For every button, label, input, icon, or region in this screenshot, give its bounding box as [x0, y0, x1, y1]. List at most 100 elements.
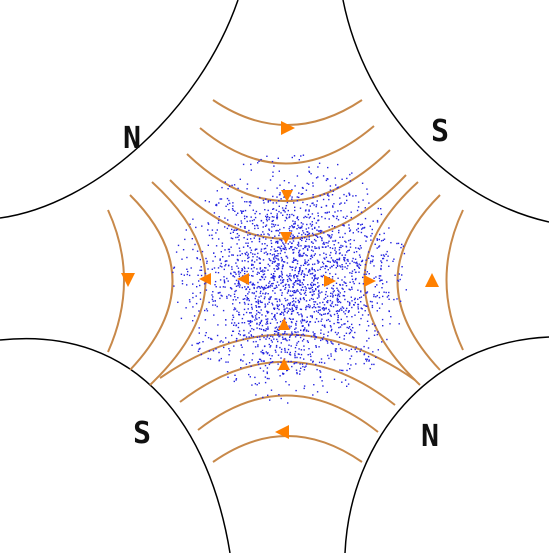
- particle: [315, 363, 317, 366]
- particle: [348, 194, 351, 196]
- particle: [353, 261, 355, 264]
- particle: [228, 199, 230, 202]
- particle: [341, 266, 344, 268]
- particle: [331, 230, 334, 232]
- particle: [225, 263, 227, 266]
- particle: [297, 331, 299, 333]
- particle: [331, 278, 334, 280]
- particle: [265, 328, 267, 330]
- particle: [293, 155, 296, 157]
- particle: [263, 278, 266, 281]
- particle: [362, 227, 364, 229]
- particle: [242, 246, 245, 248]
- particle: [296, 372, 298, 375]
- particle: [343, 224, 345, 226]
- particle: [265, 292, 267, 294]
- particle: [314, 306, 317, 309]
- particle: [277, 265, 279, 267]
- particle: [304, 246, 307, 248]
- particle: [322, 284, 324, 286]
- particle: [323, 324, 326, 326]
- particle: [354, 301, 356, 304]
- particle: [343, 256, 345, 259]
- particle: [401, 243, 403, 246]
- particle: [325, 179, 328, 182]
- particle: [304, 291, 307, 293]
- particle: [308, 166, 310, 168]
- particle: [231, 254, 233, 256]
- particle: [265, 198, 267, 200]
- particle: [195, 226, 197, 229]
- particle: [378, 307, 381, 309]
- particle: [208, 201, 210, 203]
- particle: [296, 175, 299, 177]
- particle: [301, 286, 304, 288]
- particle: [228, 341, 230, 343]
- particle: [303, 276, 305, 278]
- particle: [237, 322, 240, 324]
- particle: [323, 257, 325, 259]
- particle: [327, 354, 329, 357]
- particle: [287, 402, 289, 404]
- particle: [370, 239, 372, 241]
- particle: [296, 200, 299, 202]
- particle: [261, 333, 263, 336]
- particle: [259, 292, 261, 294]
- particle: [303, 298, 305, 301]
- particle: [332, 305, 335, 308]
- particle: [328, 226, 330, 228]
- particle: [222, 256, 224, 258]
- particle: [217, 324, 219, 326]
- particle: [310, 335, 313, 338]
- particle: [234, 283, 236, 285]
- particle: [281, 336, 284, 338]
- particle: [353, 251, 355, 254]
- particle: [278, 234, 280, 237]
- particle: [281, 292, 283, 294]
- particle: [304, 246, 306, 249]
- particle: [275, 257, 277, 260]
- particle: [287, 360, 290, 363]
- particle: [293, 236, 296, 238]
- particle: [262, 199, 265, 202]
- particle: [322, 265, 324, 268]
- particle: [295, 308, 298, 311]
- particle: [310, 359, 312, 361]
- particle: [216, 334, 219, 337]
- particle: [338, 343, 340, 346]
- particle: [299, 373, 301, 375]
- particle: [308, 233, 310, 235]
- particle: [380, 213, 383, 216]
- particle: [341, 268, 344, 270]
- particle: [265, 251, 267, 253]
- particle: [252, 264, 254, 266]
- particle: [204, 334, 207, 337]
- particle: [360, 317, 362, 320]
- particle: [371, 306, 374, 309]
- particle: [274, 260, 276, 262]
- particle: [300, 245, 302, 247]
- particle: [244, 334, 246, 336]
- particle: [304, 366, 306, 368]
- particle: [296, 275, 298, 277]
- particle: [343, 295, 346, 297]
- particle: [256, 336, 259, 338]
- particle: [313, 269, 315, 271]
- particle: [332, 288, 334, 290]
- particle: [310, 258, 312, 260]
- particle: [249, 330, 252, 332]
- pole-label-bottom-right: N: [421, 419, 439, 454]
- particle: [301, 239, 303, 242]
- particle: [280, 239, 283, 241]
- particle: [262, 222, 265, 224]
- particle: [214, 300, 216, 302]
- particle: [331, 302, 333, 305]
- particle: [204, 309, 206, 312]
- particle: [346, 316, 348, 318]
- particle: [228, 251, 231, 253]
- particle: [256, 310, 258, 312]
- particle: [283, 310, 286, 312]
- particle: [380, 268, 382, 271]
- particle: [380, 267, 382, 270]
- particle: [292, 294, 294, 296]
